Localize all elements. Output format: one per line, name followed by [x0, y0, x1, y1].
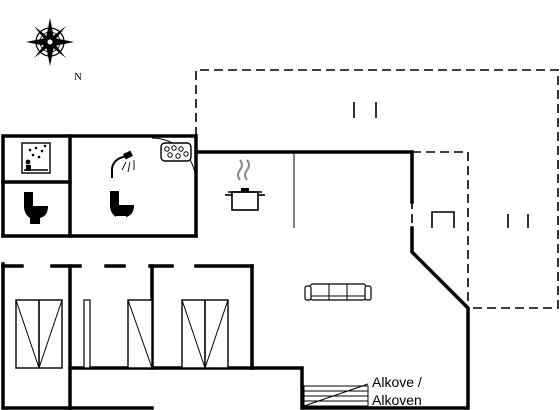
alcove-label-line1: Alkove / [372, 374, 422, 390]
alcove-label-line2: Alkoven [372, 392, 422, 408]
chair-icon [353, 102, 377, 118]
alcove-stairs [303, 383, 369, 407]
sauna-icon [21, 142, 51, 174]
toilet-icon [24, 192, 48, 224]
north-label: N [74, 71, 82, 83]
compass-rose-icon [26, 18, 74, 66]
shower-icon [111, 150, 135, 178]
terrace-outline [195, 69, 559, 309]
chair-icon [507, 214, 529, 228]
toilet-icon [110, 191, 134, 217]
bed-icon [15, 299, 63, 369]
chair-icon [431, 211, 455, 228]
cooking-pot-icon [225, 159, 265, 211]
walls [1, 134, 470, 410]
sofa-icon [304, 283, 372, 301]
bed-icon [127, 299, 153, 369]
whirlpool-icon [160, 142, 192, 162]
bed-icon [181, 299, 229, 369]
bed-icon [83, 299, 91, 369]
